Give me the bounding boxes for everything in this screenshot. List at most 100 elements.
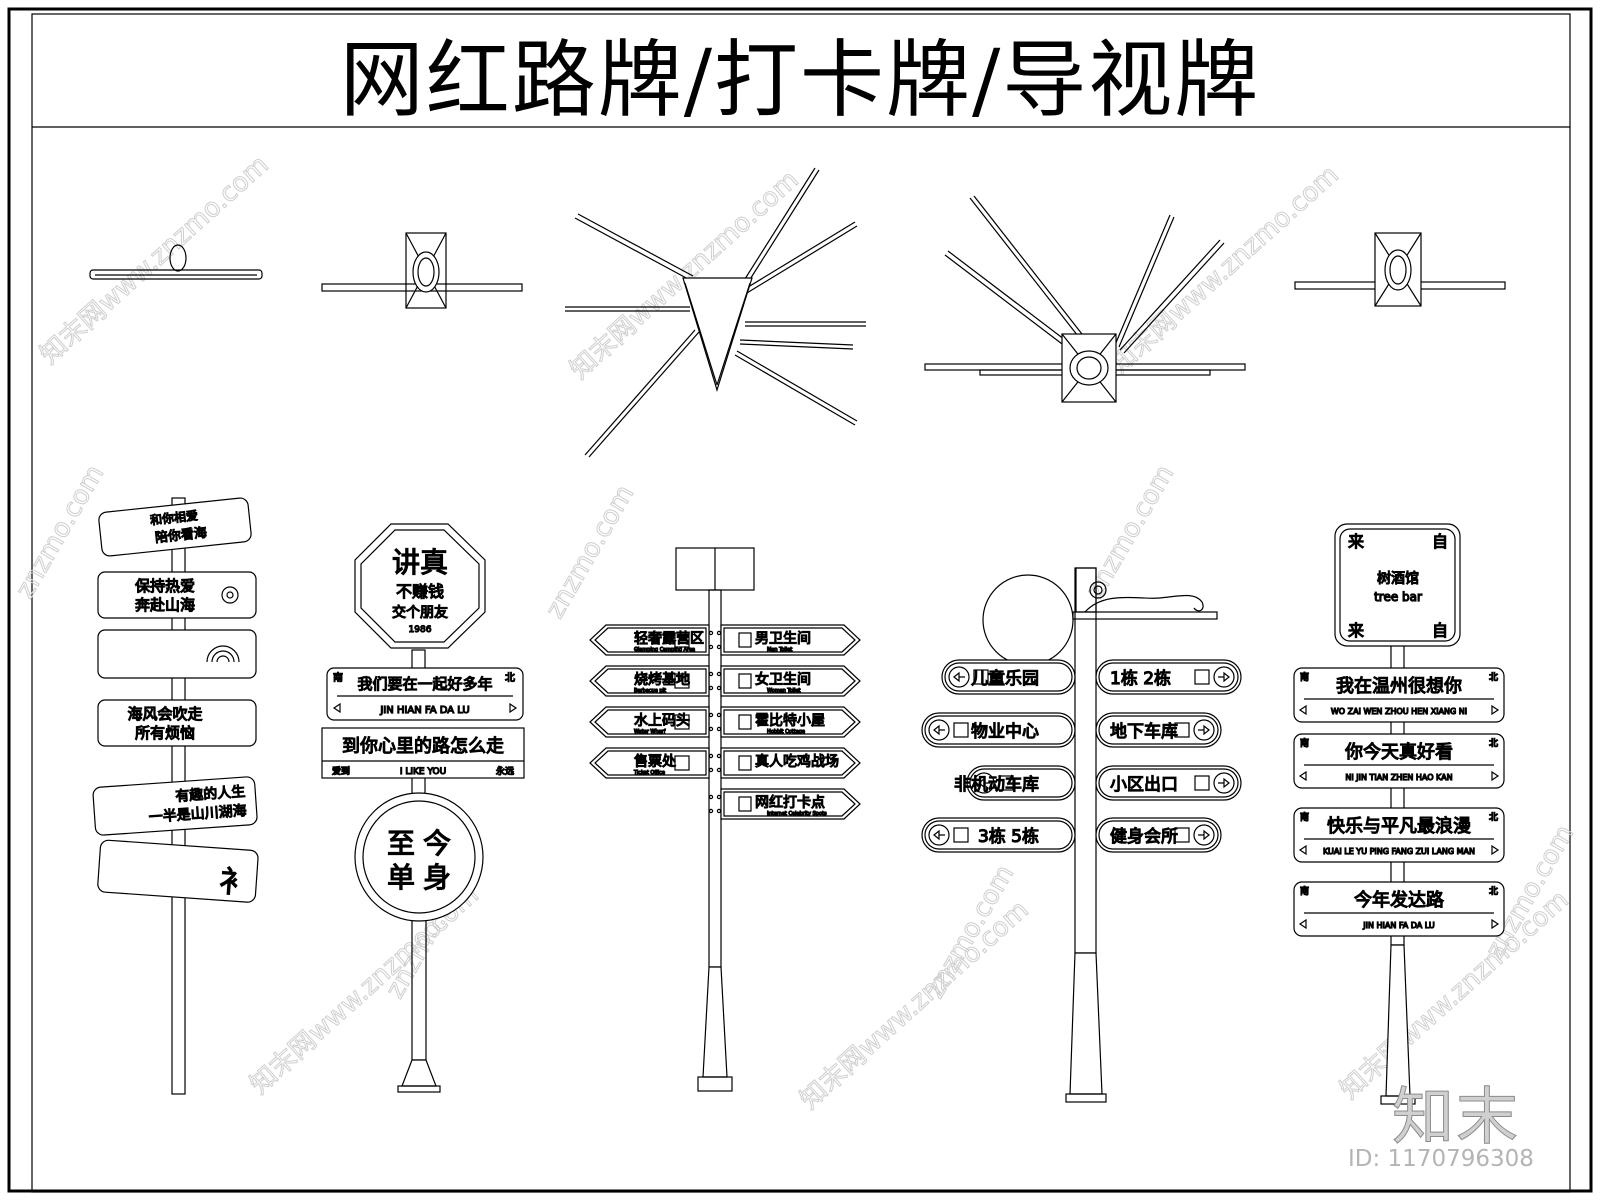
bolt	[716, 794, 722, 800]
board-right	[1095, 817, 1222, 853]
board-label: 我在温州很想你	[1336, 676, 1462, 697]
board-label-pinyin: WO ZAI WEN ZHOU HEN XIANG NI	[1331, 707, 1467, 716]
board-left	[921, 817, 1076, 853]
svg-text:来: 来	[1348, 532, 1364, 551]
svg-text:至: 至	[387, 827, 415, 860]
board-label-en: Glamping Camping Area	[634, 647, 695, 653]
board-icon	[738, 714, 752, 730]
bolt	[708, 685, 714, 691]
svg-text:所有烦恼: 所有烦恼	[135, 724, 195, 742]
bolt	[708, 726, 714, 732]
board-dir-left: 南	[1300, 671, 1309, 683]
svg-text:我们要在一起好多年: 我们要在一起好多年	[357, 675, 492, 693]
arrow-icon	[978, 777, 990, 789]
board-label-en: Man Toilet	[767, 647, 792, 653]
svg-text:爱到: 爱到	[332, 765, 350, 777]
bolt	[708, 712, 714, 718]
board-label: 真人吃鸡战场	[755, 753, 839, 770]
board-inner	[924, 715, 1073, 745]
board-dir-right: 北	[1489, 812, 1498, 823]
bolt	[716, 767, 722, 773]
arrow-board-inner	[594, 750, 707, 776]
top-view-3	[565, 167, 866, 458]
svg-text:到你心里的路怎么走: 到你心里的路怎么走	[342, 736, 504, 757]
page-title: 网红路牌/打卡牌/导视牌	[339, 31, 1261, 129]
board-dir-right: 北	[1489, 886, 1498, 897]
sign-5: 来 自 来 自 树酒馆 tree bar 南北我在温州很想你WO ZAI WEN…	[1293, 523, 1505, 1105]
svg-text:今: 今	[423, 827, 451, 860]
arrow-left-icon	[1298, 918, 1307, 930]
house-icon	[1194, 775, 1210, 791]
board-left	[921, 712, 1076, 748]
svg-text:tree bar: tree bar	[1374, 590, 1422, 604]
svg-text:一半是山川湖海: 一半是山川湖海	[148, 803, 247, 826]
board-label-en: Internet Celebrity Spots	[767, 811, 827, 817]
outer-frame	[7, 7, 1593, 1193]
svg-text:保持热爱: 保持热爱	[135, 577, 195, 595]
board-label-en: Ticket Office	[633, 770, 665, 776]
arrow-board-inner	[723, 627, 856, 653]
svg-text:znzmo.com: znzmo.com	[10, 460, 110, 603]
direction-board	[1293, 881, 1505, 937]
svg-text:陪你看海: 陪你看海	[154, 525, 207, 546]
bolt	[708, 753, 714, 759]
sign-2: 讲真 不赚钱 交个朋友 1986 南 北 我们要在一起好多年 JIN HIAN …	[321, 523, 525, 1093]
arrow-board-right	[720, 706, 861, 738]
board-right	[1095, 712, 1222, 748]
board-label: 女卫生间	[755, 671, 811, 688]
arrow-icon	[933, 829, 945, 841]
board-inner	[969, 768, 1073, 798]
board-inner	[1098, 768, 1239, 798]
bolt	[716, 630, 722, 636]
direction-board	[1293, 733, 1505, 789]
arrow-right-icon	[1491, 844, 1500, 856]
svg-text:有趣的人生: 有趣的人生	[175, 784, 246, 805]
board-label-pinyin: JIN HIAN FA DA LU	[1362, 921, 1435, 930]
board-dir-left: 南	[1300, 885, 1309, 897]
board-inner	[1098, 715, 1219, 745]
svg-text:1986: 1986	[409, 625, 432, 635]
arrow-circle	[1193, 824, 1215, 846]
house-icon	[973, 669, 989, 685]
arrow-board-inner	[723, 668, 856, 694]
svg-text:交个朋友: 交个朋友	[392, 604, 448, 621]
board-icon	[738, 796, 752, 812]
board-label: 地下车库	[1110, 722, 1178, 742]
svg-text:单: 单	[387, 861, 415, 894]
arrow-circle	[928, 824, 950, 846]
bolt	[708, 808, 714, 814]
arrow-icon	[953, 671, 965, 683]
svg-text:JIN HIAN FA DA LU: JIN HIAN FA DA LU	[379, 705, 469, 716]
arrow-circle	[1213, 666, 1235, 688]
house-icon	[1194, 669, 1210, 685]
board-right	[1095, 765, 1242, 801]
bolt	[708, 644, 714, 650]
board-label: 烧烤基地	[634, 671, 690, 688]
svg-text:自: 自	[1432, 621, 1448, 640]
board-label: 水上码头	[634, 713, 690, 729]
board-label: 今年发达路	[1354, 890, 1444, 911]
board-label: 儿童乐园	[971, 669, 1039, 689]
board-label-en: Woman Toilet	[767, 688, 801, 694]
arrow-board-inner	[723, 709, 856, 735]
board-inner	[1098, 662, 1239, 692]
arrow-icon	[1198, 829, 1210, 841]
board-dir-left: 南	[1300, 811, 1309, 823]
board-label: 霍比特小屋	[755, 713, 825, 729]
board-label: 3栋 5栋	[978, 827, 1039, 847]
arrow-icon	[1218, 777, 1230, 789]
arrow-board-inner	[723, 791, 856, 817]
svg-text:奔赴山海: 奔赴山海	[135, 596, 195, 614]
direction-board	[1293, 807, 1505, 863]
direction-board	[1293, 667, 1505, 723]
bolt	[716, 685, 722, 691]
arrow-board-right	[720, 624, 861, 656]
house-icon	[998, 775, 1014, 791]
bolt	[716, 671, 722, 677]
board-inner	[924, 820, 1073, 850]
board-inner	[944, 662, 1073, 692]
arrow-icon	[1198, 724, 1210, 736]
arrow-board-right	[720, 788, 861, 820]
board-dir-left: 南	[1300, 737, 1309, 749]
